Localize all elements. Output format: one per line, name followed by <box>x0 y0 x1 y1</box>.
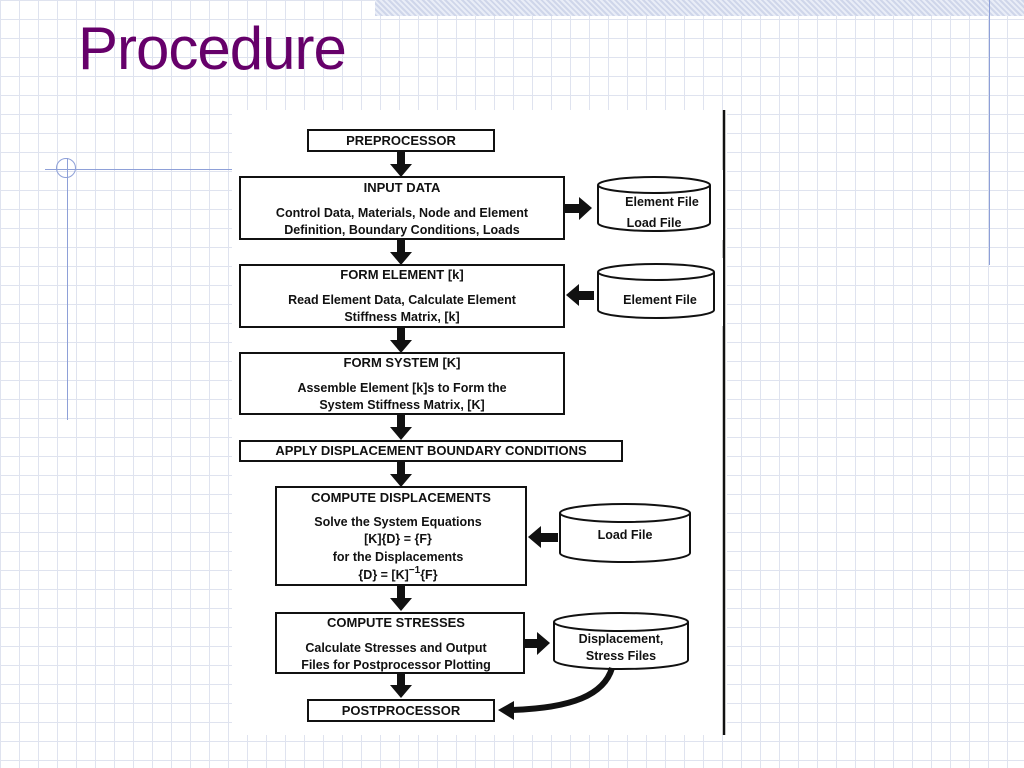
decorative-horizontal-line <box>45 169 235 170</box>
file4-line1: Displacement, <box>579 632 664 646</box>
displacement-stress-files-cylinder: Displacement, Stress Files <box>553 612 689 670</box>
form-element-line1: Read Element Data, Calculate Element <box>288 293 517 307</box>
file1-line1: Element File <box>625 195 699 209</box>
arrow-down-7 <box>390 673 412 698</box>
arrow-down-3 <box>390 327 412 353</box>
postprocessor-label: POSTPROCESSOR <box>342 703 461 718</box>
preprocessor-label: PREPROCESSOR <box>346 133 456 148</box>
load-file-cylinder: Load File <box>559 503 691 563</box>
element-file-cylinder: Element File <box>597 258 723 326</box>
compute-displacements-line3: for the Displacements <box>333 550 464 564</box>
form-element-line2: Stiffness Matrix, [k] <box>344 310 459 324</box>
arrow-down-5 <box>390 461 412 487</box>
form-system-heading: FORM SYSTEM [K] <box>344 355 461 370</box>
curved-arrow-to-postprocessor <box>498 666 615 720</box>
compute-displacements-heading: COMPUTE DISPLACEMENTS <box>311 490 491 505</box>
arrow-left-1 <box>566 284 594 306</box>
file3-label: Load File <box>598 528 653 542</box>
decorative-right-line <box>989 0 990 265</box>
arrow-right-1 <box>564 197 592 220</box>
compute-displacements-line1: Solve the System Equations <box>314 515 481 529</box>
form-system-line1: Assemble Element [k]s to Form the <box>297 381 506 395</box>
file2-label: Element File <box>623 293 697 307</box>
form-element-heading: FORM ELEMENT [k] <box>340 267 464 282</box>
fem-procedure-flowchart: PREPROCESSOR INPUT DATA Control Data, Ma… <box>232 110 727 735</box>
arrow-down-4 <box>390 414 412 440</box>
arrow-right-2 <box>524 632 550 655</box>
input-data-heading: INPUT DATA <box>364 180 441 195</box>
input-data-box: INPUT DATA Control Data, Materials, Node… <box>239 176 565 240</box>
compute-stresses-heading: COMPUTE STRESSES <box>327 615 465 630</box>
compute-stresses-line2: Files for Postprocessor Plotting <box>301 658 491 672</box>
arrow-left-2 <box>528 526 558 548</box>
form-element-box: FORM ELEMENT [k] Read Element Data, Calc… <box>239 264 565 328</box>
input-data-line2: Definition, Boundary Conditions, Loads <box>284 223 519 237</box>
preprocessor-box: PREPROCESSOR <box>307 129 495 152</box>
arrow-down-2 <box>390 239 412 265</box>
element-load-file-cylinder: Element File Load File <box>597 170 723 240</box>
input-data-line1: Control Data, Materials, Node and Elemen… <box>276 206 529 220</box>
arrow-down-6 <box>390 585 412 611</box>
apply-bc-label: APPLY DISPLACEMENT BOUNDARY CONDITIONS <box>275 443 587 458</box>
top-decorative-bar <box>375 0 1024 16</box>
decorative-vertical-line <box>67 158 68 420</box>
compute-stresses-box: COMPUTE STRESSES Calculate Stresses and … <box>275 612 525 674</box>
compute-displacements-box: COMPUTE DISPLACEMENTS Solve the System E… <box>275 486 527 586</box>
file4-line2: Stress Files <box>586 649 656 663</box>
form-system-box: FORM SYSTEM [K] Assemble Element [k]s to… <box>239 352 565 415</box>
compute-stresses-line1: Calculate Stresses and Output <box>305 641 487 655</box>
decorative-circle <box>56 158 76 178</box>
compute-displacements-line4: {D} = [K]−1{F} <box>358 565 437 582</box>
form-system-line2: System Stiffness Matrix, [K] <box>319 398 484 412</box>
postprocessor-box: POSTPROCESSOR <box>307 699 495 722</box>
flowchart-svg: PREPROCESSOR INPUT DATA Control Data, Ma… <box>239 110 726 735</box>
slide-title: Procedure <box>78 15 347 82</box>
apply-bc-box: APPLY DISPLACEMENT BOUNDARY CONDITIONS <box>239 440 623 462</box>
arrow-down-1 <box>390 151 412 177</box>
file1-line2: Load File <box>627 216 682 230</box>
compute-displacements-line2: [K]{D} = {F} <box>364 532 432 546</box>
